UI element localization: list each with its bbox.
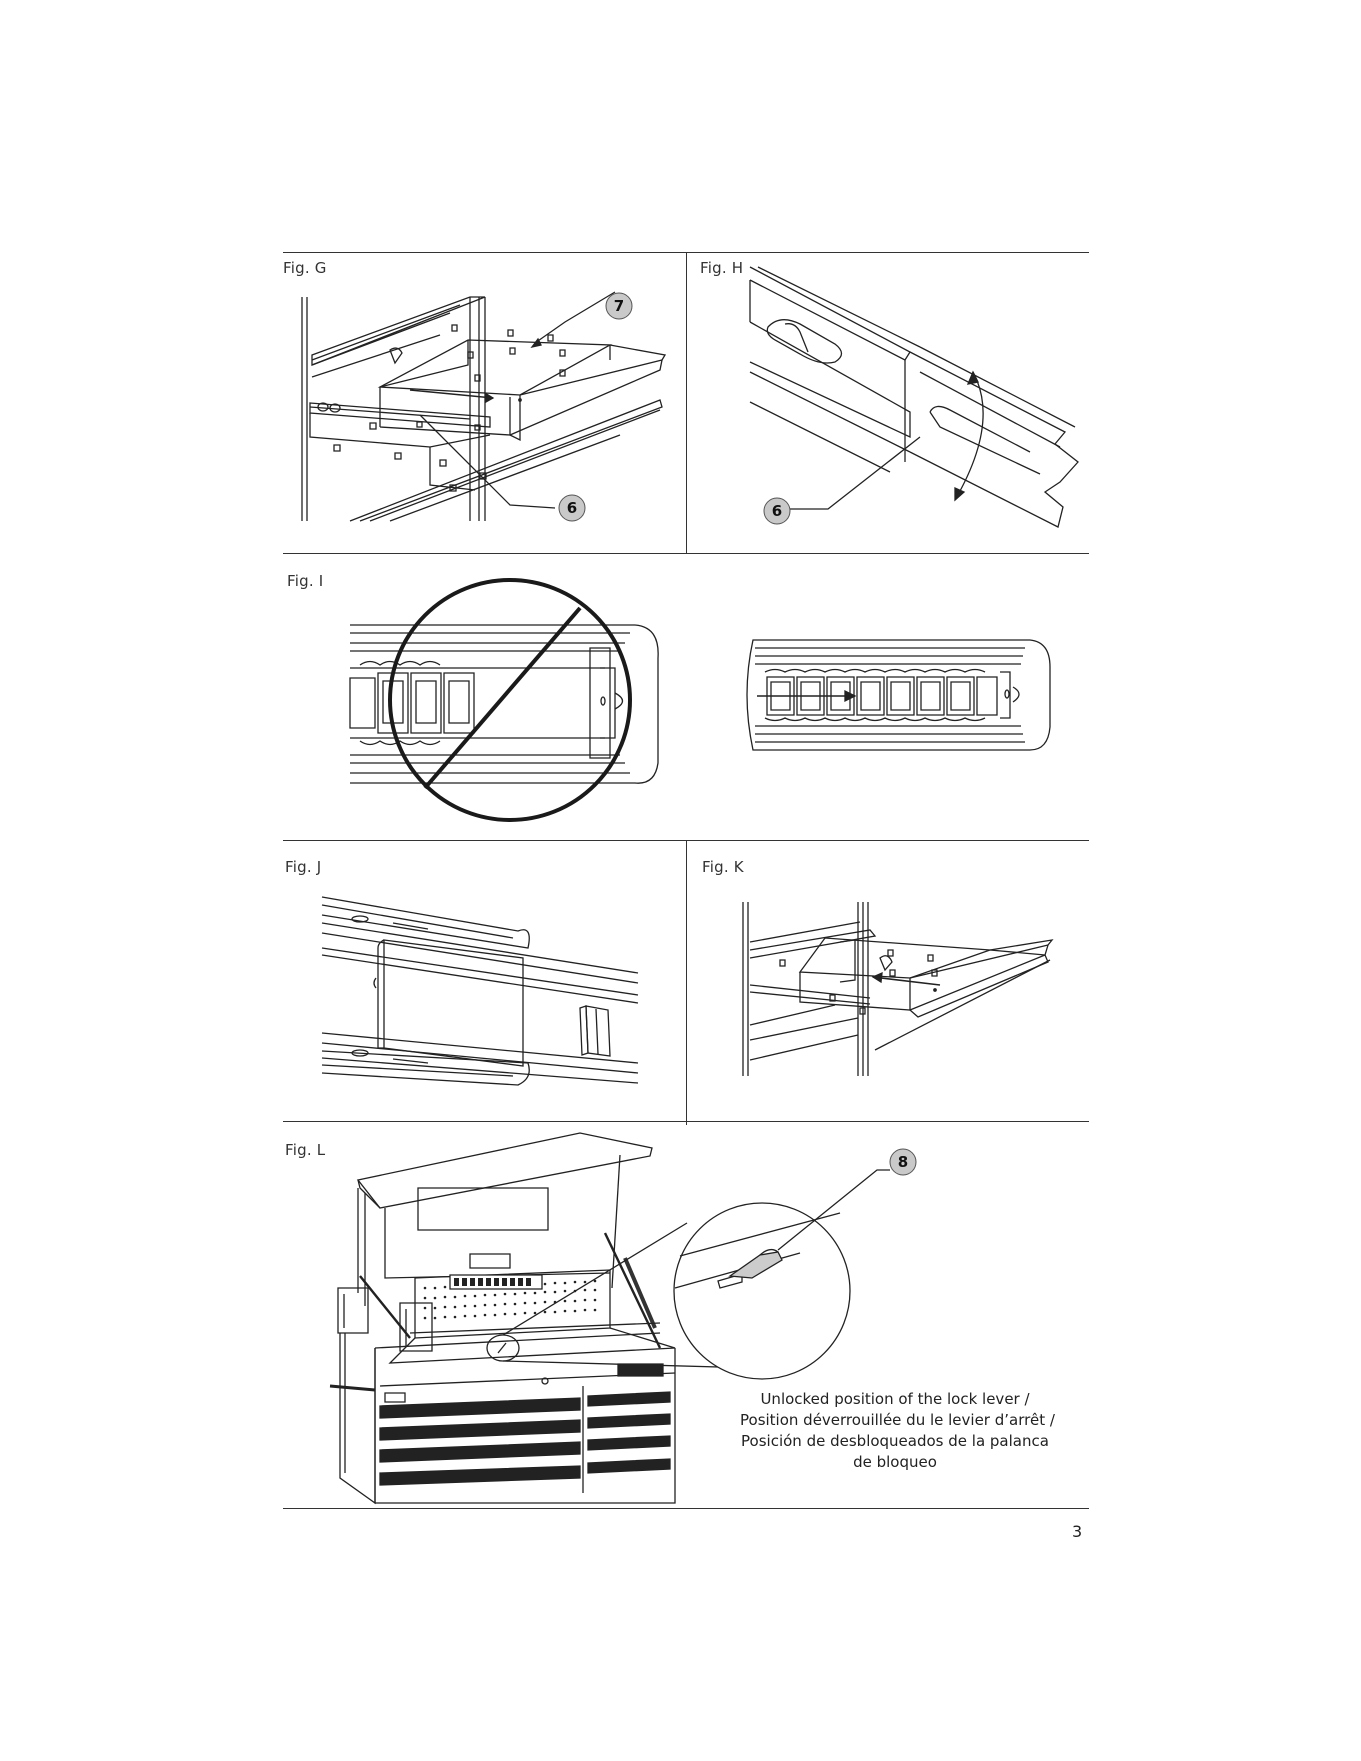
fig-l-label: Fig. L [285, 1141, 325, 1159]
caption-line-fr: Position déverrouillée du le levier d’ar… [740, 1410, 1050, 1431]
fig-h-label: Fig. H [700, 259, 743, 277]
page-number: 3 [1072, 1522, 1082, 1541]
callout-6: 6 [764, 498, 790, 524]
fig-i-incorrect-drawing [345, 573, 670, 828]
svg-text:6: 6 [772, 502, 782, 520]
svg-text:8: 8 [898, 1153, 908, 1171]
divider-bottom [283, 1508, 1089, 1509]
fig-j-label: Fig. J [285, 858, 321, 876]
fig-i-correct-drawing [745, 632, 1055, 757]
fig-h-drawing: 6 [740, 262, 1080, 537]
caption-line-es: Posición de desbloqueados de la palanca [740, 1431, 1050, 1452]
divider-row-1 [283, 553, 1089, 554]
caption-line-es-cont: de bloqueo [740, 1452, 1050, 1473]
callout-6: 6 [559, 495, 585, 521]
divider-col-row-3 [686, 840, 687, 1125]
fig-j-drawing [318, 893, 648, 1093]
fig-i-label: Fig. I [287, 572, 323, 590]
svg-text:7: 7 [614, 297, 624, 315]
caption-line-en: Unlocked position of the lock lever / [740, 1389, 1050, 1410]
fig-k-drawing [740, 900, 1060, 1080]
fig-k-label: Fig. K [702, 858, 744, 876]
callout-7: 7 [606, 293, 632, 319]
divider-col-row-1 [686, 252, 687, 553]
fig-g-drawing: 7 6 [290, 285, 680, 530]
svg-text:6: 6 [567, 499, 577, 517]
fig-g-label: Fig. G [283, 259, 327, 277]
lever-magnifier [674, 1170, 890, 1379]
callout-8: 8 [890, 1149, 916, 1175]
lock-lever-caption: Unlocked position of the lock lever / Po… [740, 1389, 1050, 1473]
